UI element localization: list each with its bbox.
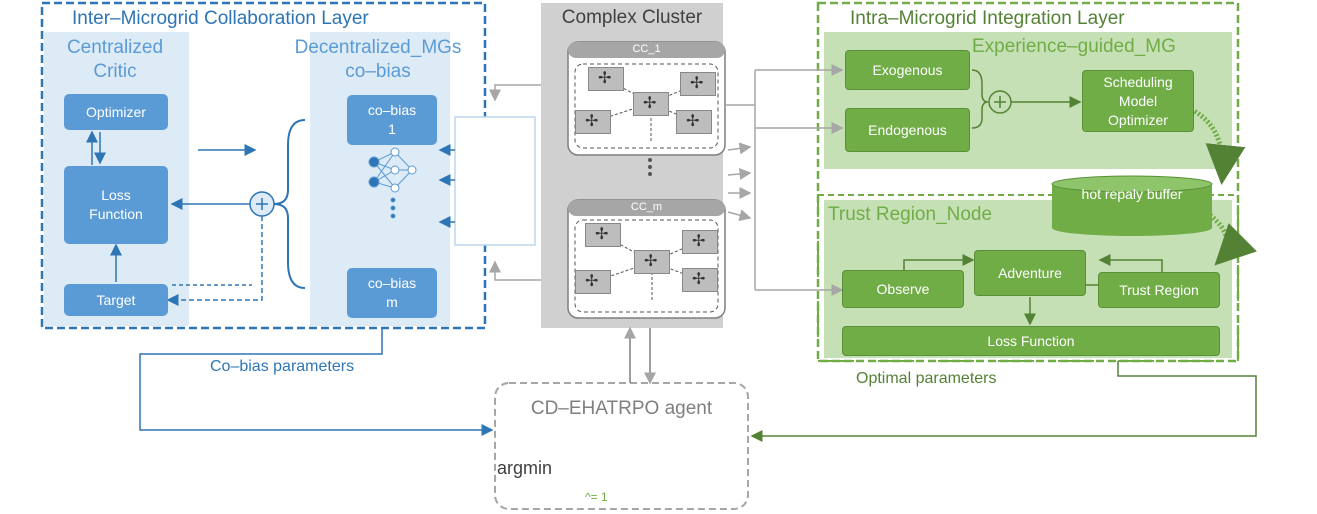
complex-cluster-title: Complex Cluster bbox=[561, 7, 703, 28]
loss-function-bar: Loss Function bbox=[842, 326, 1220, 356]
uav-node-image bbox=[682, 268, 718, 292]
cc1-label: CC_1 bbox=[632, 43, 661, 55]
uav-node-image bbox=[575, 270, 611, 294]
trust-region-box: Trust Region bbox=[1098, 272, 1220, 308]
critic-label: Centralized Critic bbox=[66, 37, 164, 82]
trust-region-node-label: Trust Region_Node bbox=[828, 204, 993, 225]
observation-list bbox=[454, 116, 536, 246]
scheduling-box: Scheduling Model Optimizer bbox=[1082, 70, 1194, 132]
agent-frame bbox=[494, 382, 749, 510]
uav-node-image bbox=[676, 110, 712, 134]
adventure-box: Adventure bbox=[974, 250, 1086, 296]
trust-region-panel-frame bbox=[817, 194, 1239, 362]
uav-node-image bbox=[634, 250, 670, 274]
uav-node-image bbox=[680, 72, 716, 96]
neural-net-icon bbox=[368, 147, 417, 219]
uav-node-image bbox=[633, 92, 669, 116]
exogenous-box: Exogenous bbox=[845, 50, 970, 90]
experience-label: Experience–guided_MG bbox=[972, 36, 1176, 57]
decentralized-label: Decentralized_MGs co–bias bbox=[294, 37, 462, 82]
intra-layer-title: Intra–Microgrid Integration Layer bbox=[850, 8, 1125, 29]
optimizer-box: Optimizer bbox=[64, 94, 168, 130]
uav-node-image bbox=[588, 67, 624, 91]
loss-function-box: Loss Function bbox=[64, 166, 168, 244]
ccm-label: CC_m bbox=[630, 201, 663, 213]
cobias-m-box: co–bias m bbox=[347, 268, 437, 318]
argmin-label: argmin bbox=[497, 458, 553, 478]
replay-buffer-cylinder bbox=[1051, 175, 1213, 236]
observe-box: Observe bbox=[842, 270, 964, 308]
uav-node-image bbox=[682, 230, 718, 254]
buffer-title: hot repaly buffer bbox=[1081, 186, 1183, 202]
argmin-index: ^= 1 bbox=[585, 490, 608, 504]
optimal-params-label: Optimal parameters bbox=[856, 370, 997, 387]
cobias-1-box: co–bias 1 bbox=[347, 95, 437, 145]
cobias-params-label: Co–bias parameters bbox=[210, 358, 355, 375]
inter-layer-title: Inter–Microgrid Collaboration Layer bbox=[72, 8, 369, 29]
target-box: Target bbox=[64, 284, 168, 316]
uav-node-image bbox=[575, 110, 611, 134]
endogenous-box: Endogenous bbox=[845, 108, 970, 152]
uav-node-image bbox=[585, 223, 621, 247]
agent-title: CD–EHATRPO agent bbox=[530, 398, 713, 419]
